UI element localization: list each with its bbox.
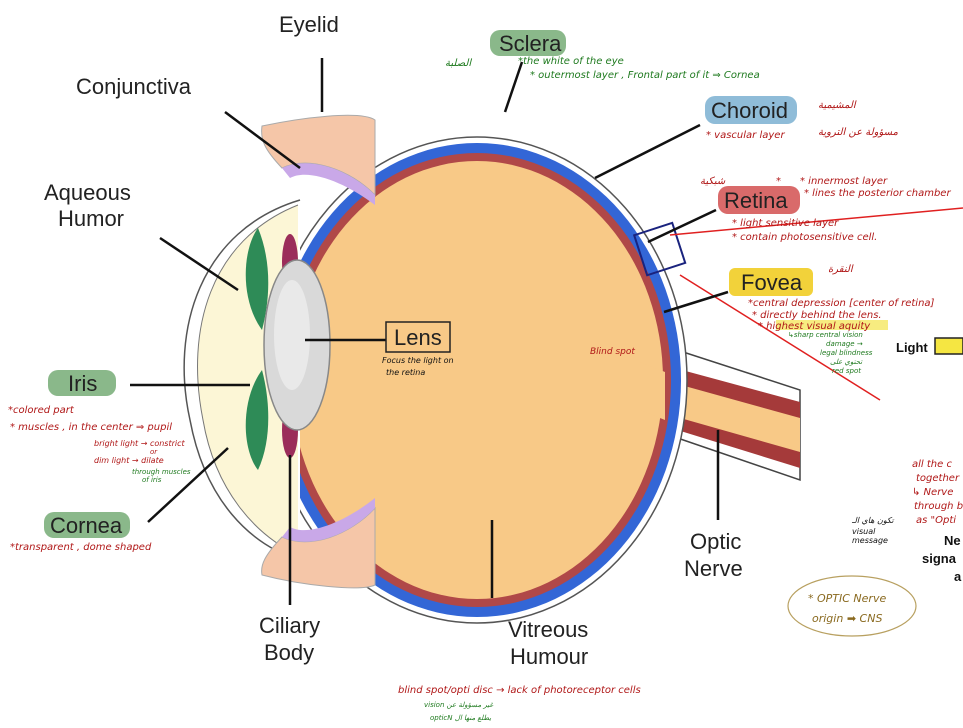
note-lens-1: Focus the light on xyxy=(382,356,454,365)
note-right-1: all the c xyxy=(912,459,952,470)
note-right-4: through b xyxy=(914,501,963,512)
label-optic-2: Nerve xyxy=(684,556,743,581)
note-cns-2: origin ➡ CNS xyxy=(812,612,882,625)
note-sclera-arabic: الصلبة xyxy=(445,58,472,69)
note-iris-4: dim light → dilate xyxy=(94,456,164,465)
note-sclera-1: *the white of the eye xyxy=(518,56,624,67)
note-right-2: together xyxy=(916,473,960,484)
label-optic-1: Optic xyxy=(690,529,741,554)
note-right-n3: a xyxy=(954,569,962,584)
label-cornea: Cornea xyxy=(50,513,123,538)
note-iris-6: of iris xyxy=(142,476,162,484)
note-sclera-2: * outermost layer , Frontal part of it ⇒… xyxy=(530,70,760,81)
label-retina: Retina xyxy=(724,188,788,213)
note-fovea-g5: red spot xyxy=(832,367,861,375)
note-fovea-1: *central depression [center of retina] xyxy=(748,298,935,309)
note-fovea-2: * directly behind the lens. xyxy=(752,310,882,321)
label-conjunctiva: Conjunctiva xyxy=(76,74,192,99)
note-iris-5: through muscles xyxy=(132,468,191,476)
cns-oval xyxy=(788,576,916,636)
note-retina-star: * xyxy=(776,176,781,187)
note-lens-2: the retina xyxy=(386,368,425,377)
note-fovea-g4: تحتوي على xyxy=(830,358,863,366)
label-ciliary-1: Ciliary xyxy=(259,613,320,638)
note-iris-1: *colored part xyxy=(8,405,75,416)
note-right-k2: message xyxy=(852,536,888,545)
label-aqueous-2: Humor xyxy=(58,206,124,231)
light-bar xyxy=(935,338,963,354)
note-retina-1: * innermost layer xyxy=(800,176,888,187)
note-iris-2: * muscles , in the center ⇒ pupil xyxy=(10,422,172,433)
note-blind-spot: Blind spot xyxy=(590,347,635,357)
note-choroid-arabic: المشيمية xyxy=(818,100,857,111)
note-fovea-g2: damage → xyxy=(826,340,863,348)
note-vitreous-1: blind spot/opti disc → lack of photorece… xyxy=(398,685,641,696)
note-vitreous-2: vision غير مسؤولة عن xyxy=(424,701,493,709)
label-eyelid: Eyelid xyxy=(279,12,339,37)
note-fovea-arabic: النقرة xyxy=(828,264,854,275)
label-sclera: Sclera xyxy=(499,31,562,56)
note-retina-arabic: شبكية xyxy=(700,176,726,187)
note-iris-3b: or xyxy=(150,448,158,456)
note-choroid-1: * vascular layer xyxy=(706,130,785,141)
note-choroid-arabic2: مسؤولة عن التروية xyxy=(818,127,899,138)
label-ciliary-2: Body xyxy=(264,640,314,665)
note-retina-3: * light sensitive layer xyxy=(732,218,839,229)
note-retina-2: * lines the posterior chamber xyxy=(804,188,951,199)
label-lens: Lens xyxy=(394,325,442,350)
label-vitreous-1: Vitreous xyxy=(508,617,588,642)
note-right-k1: visual xyxy=(852,527,876,536)
note-cornea-1: *transparent , dome shaped xyxy=(10,542,152,553)
note-right-arabic: تكون هاي الـ xyxy=(851,516,894,525)
note-fovea-g3: legal blindness xyxy=(820,349,873,357)
label-aqueous-1: Aqueous xyxy=(44,180,131,205)
note-vitreous-3: opticN يطلع منها ال xyxy=(430,714,491,722)
note-cns-1: * OPTIC Nerve xyxy=(808,592,886,605)
label-vitreous-2: Humour xyxy=(510,644,588,669)
label-choroid: Choroid xyxy=(711,98,788,123)
note-right-n2: signa xyxy=(922,551,957,566)
note-retina-4: * contain photosensitive cell. xyxy=(732,232,877,243)
note-right-3: ↳ Nerve xyxy=(912,487,953,498)
note-right-n1: Ne xyxy=(944,533,961,548)
note-fovea-g1: ↳sharp central vision xyxy=(788,331,863,339)
label-fovea: Fovea xyxy=(741,270,803,295)
label-iris: Iris xyxy=(68,371,97,396)
label-light: Light xyxy=(896,340,928,355)
note-iris-3: bright light → constrict xyxy=(94,439,186,448)
note-right-5: as "Opti xyxy=(916,515,956,526)
